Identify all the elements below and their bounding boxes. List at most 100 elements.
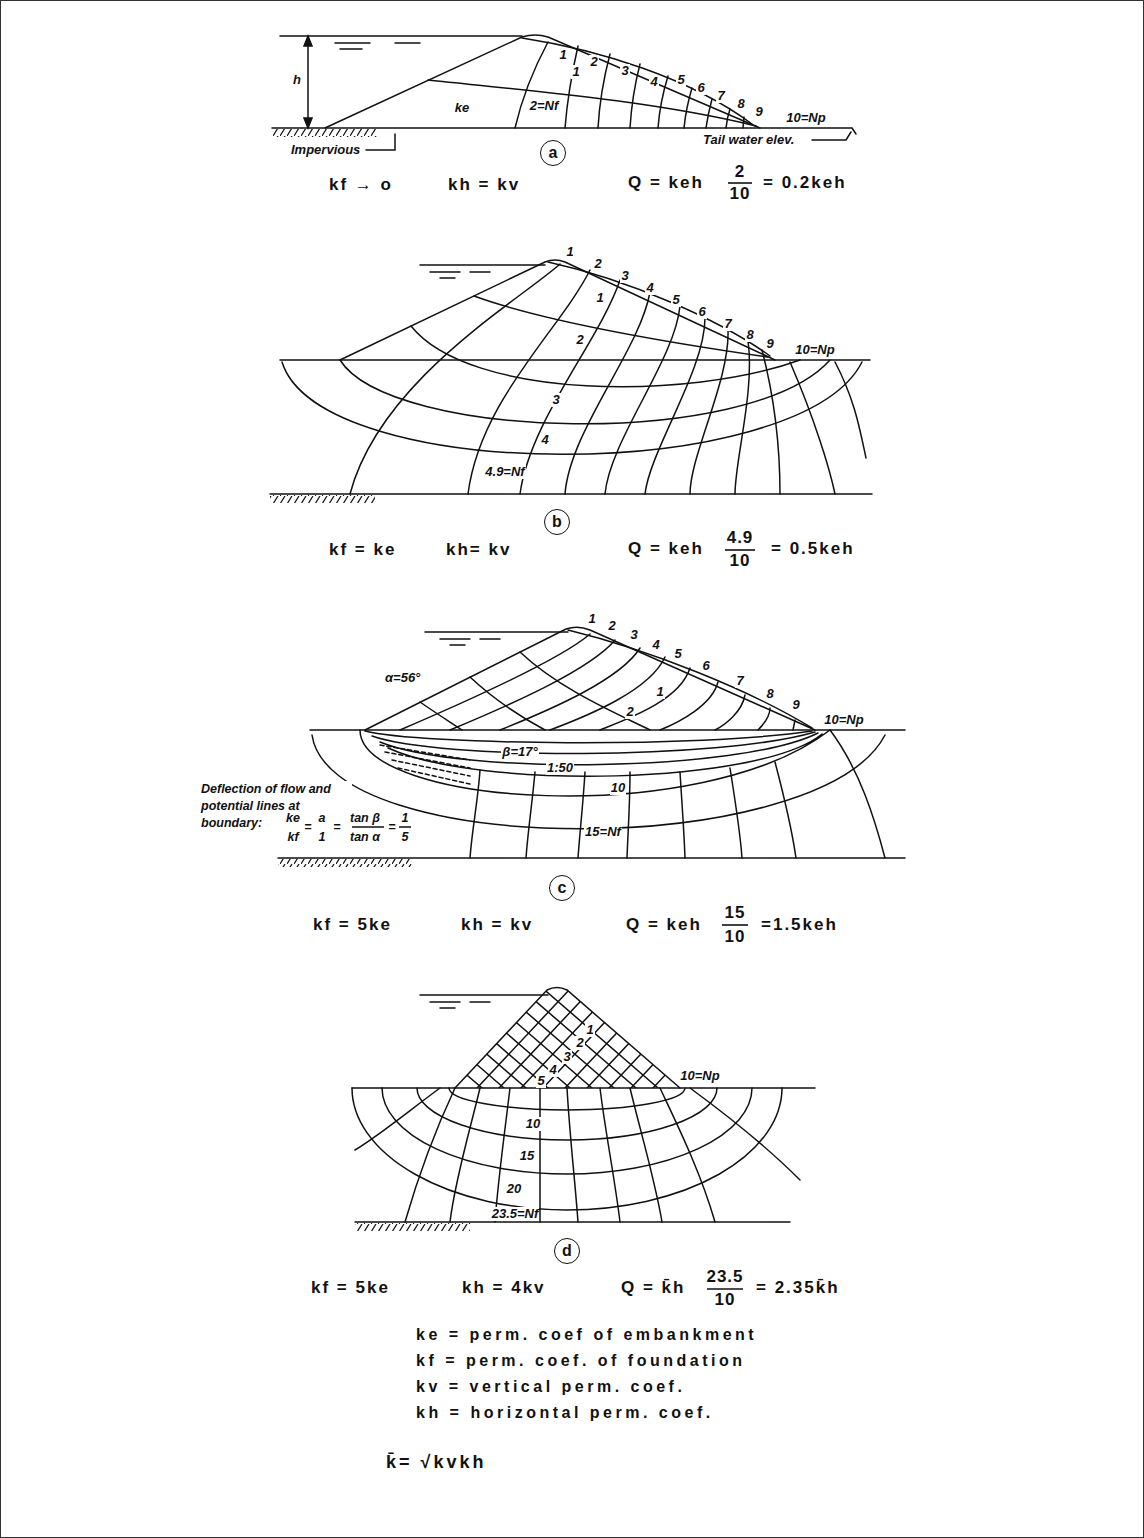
net-label: 2 [575, 1036, 584, 1051]
formula-text: Q = k̄h [620, 1278, 686, 1298]
boundary-ratio: 1 [401, 811, 410, 825]
flow-line [420, 652, 650, 730]
net-label: 7 [735, 674, 744, 689]
water-marks [335, 43, 420, 49]
fraction-bar [284, 183, 755, 1289]
formula-text: kf = 5ke [310, 1278, 391, 1298]
water-marks [430, 272, 490, 278]
definition-text: kv = vertical perm. coef. [415, 1378, 686, 1396]
equipotential-line [355, 1088, 800, 1222]
definition-text: kh = horizontal perm. coef. [415, 1404, 715, 1422]
formula-number: 10 [729, 184, 752, 204]
net-label: 4 [645, 281, 654, 296]
definition-text: ke = perm. coef of embankment [415, 1326, 758, 1344]
net-label: 23.5=Nf [491, 1207, 540, 1222]
net-label: 6 [696, 81, 705, 96]
water-surface [420, 264, 545, 266]
impervious-hatch [272, 129, 377, 137]
net-label: 2 [589, 55, 598, 70]
net-label: 15 [519, 1149, 535, 1164]
net-label: 1 [585, 1023, 594, 1038]
formula-text: Q = keh [627, 539, 705, 559]
net-label: 10=Np [785, 111, 826, 126]
dimension-arrowhead [304, 36, 312, 128]
formula-text: kh= kv [445, 540, 512, 560]
net-label: 2=Nf [529, 99, 560, 114]
embankment-mesh [477, 939, 793, 1088]
embankment-mesh [312, 941, 658, 1088]
formula-text: kf → o [328, 175, 394, 195]
net-label: 5 [676, 73, 685, 88]
formula-text: Q = keh [625, 915, 703, 935]
net-label: 7 [723, 317, 732, 332]
panel-letter: b [552, 514, 562, 530]
boundary-ratio: tan β [349, 811, 381, 825]
water-surface [280, 35, 522, 37]
definition-text: k̄= √kvkh [385, 1452, 487, 1473]
net-label: 2 [575, 333, 584, 348]
formula-text: kh = kv [447, 175, 521, 195]
net-label: 10=Np [794, 343, 835, 358]
ground-line [280, 359, 870, 361]
formula-text: = 2.35k̄h [755, 1278, 841, 1298]
boundary-ratio: kf [286, 830, 299, 844]
water-marks [430, 1002, 490, 1008]
net-label: 10 [525, 1117, 541, 1132]
formula-number: 10 [724, 927, 747, 947]
definition-text: kf = perm. coef. of foundation [415, 1352, 746, 1370]
panel-letter: d [562, 1243, 572, 1259]
net-label: 10=Np [679, 1069, 720, 1084]
impervious-hatch [270, 495, 375, 503]
net-label: 3 [620, 64, 629, 79]
formula-text: kf = 5ke [312, 915, 393, 935]
base-line [278, 857, 905, 859]
formula-number: 2 [734, 162, 746, 182]
water-surface [425, 631, 568, 633]
net-label: 3 [620, 269, 629, 284]
net-label: ke [454, 101, 470, 116]
impervious-hatch [278, 859, 413, 867]
dashed-equipotential [380, 745, 470, 784]
net-label: 15=Nf [584, 825, 622, 840]
flow-line [312, 730, 885, 829]
net-label: 1 [587, 612, 596, 627]
net-label: 10 [610, 781, 626, 796]
net-label: 3 [629, 628, 638, 643]
net-label: 1:50 [546, 761, 574, 776]
net-label: 1 [571, 65, 580, 80]
formula-text: kh = kv [460, 915, 534, 935]
note-label: α=56° [384, 671, 421, 686]
panel-letter-circle: b [544, 509, 570, 535]
boundary-ratio: = [332, 820, 341, 834]
net-label: 9 [765, 337, 774, 352]
impervious-hatch [355, 1223, 470, 1231]
net-label: 10=Np [823, 713, 864, 728]
panel-b-drawing [270, 260, 872, 503]
net-label: 8 [765, 687, 774, 702]
net-label: 1 [595, 291, 604, 306]
panel-a-drawing [272, 35, 856, 150]
net-label: 4 [548, 1063, 557, 1078]
equipotential-line [515, 42, 744, 128]
base-line [270, 493, 872, 495]
net-label: β=17° [501, 745, 538, 760]
panel-letter-circle: a [540, 140, 566, 166]
equipotential-line [400, 634, 795, 730]
net-label: 20 [506, 1182, 522, 1197]
flow-line [282, 296, 862, 454]
panel-letter-circle: d [554, 1238, 580, 1264]
net-label: 4 [649, 75, 658, 90]
embankment-outline [325, 35, 760, 128]
net-label: h [292, 73, 302, 88]
water-marks [440, 639, 500, 645]
phreatic-line [548, 262, 770, 356]
embankment-mesh [312, 939, 793, 1088]
formula-text: Q = keh [627, 173, 705, 193]
head-dimension [307, 40, 309, 124]
formula-number: 15 [724, 903, 747, 923]
formula-number: 10 [714, 1290, 737, 1310]
fraction-bar [722, 924, 748, 926]
net-label: 9 [791, 698, 800, 713]
panel-d-drawing [312, 939, 815, 1231]
